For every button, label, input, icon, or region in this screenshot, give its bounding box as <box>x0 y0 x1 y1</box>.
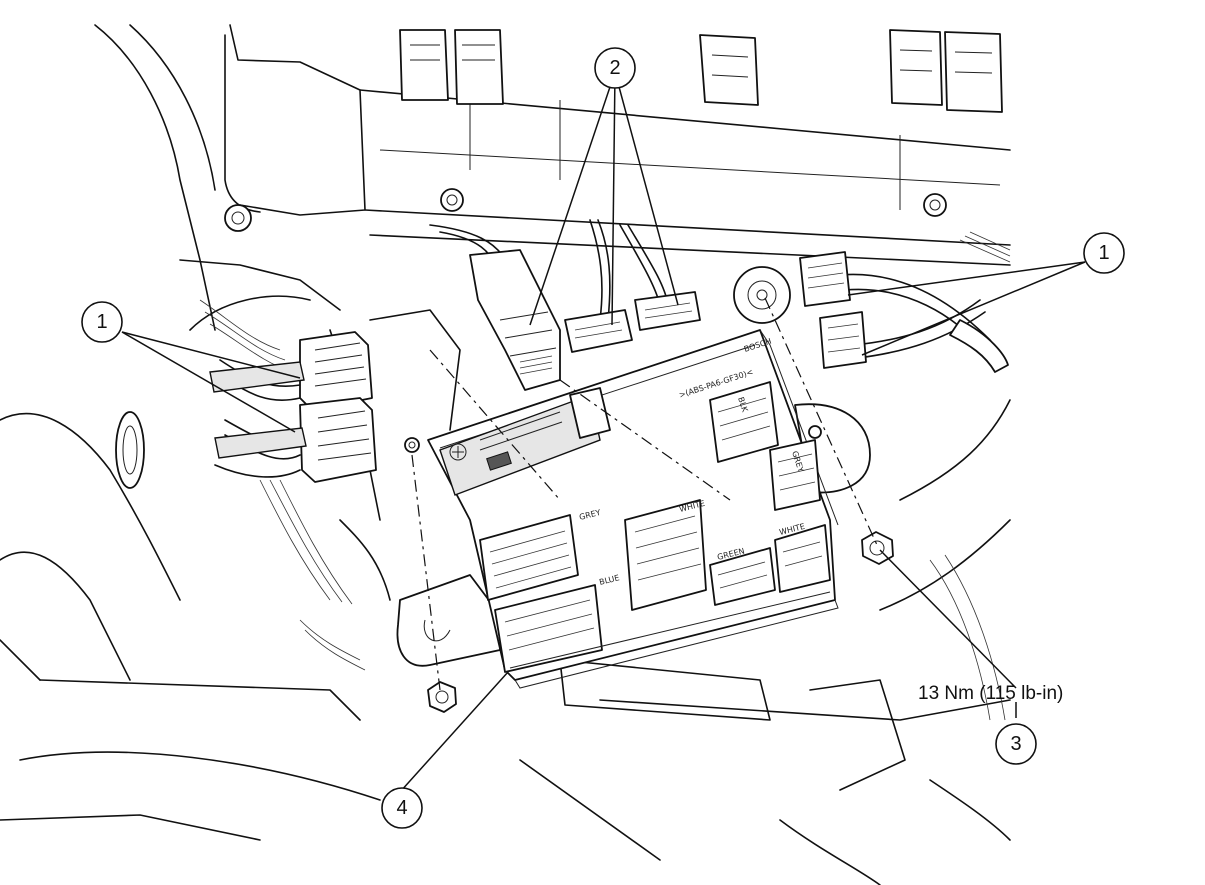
top-center-connectors <box>469 249 701 391</box>
callout-1-left: 1 <box>81 301 123 343</box>
background-structure <box>0 24 1011 885</box>
callout-3: 3 <box>995 723 1037 765</box>
right-connectors <box>799 251 867 369</box>
alignment-lines <box>411 297 878 691</box>
callout-2-label: 2 <box>609 57 620 79</box>
callout-4-label: 4 <box>396 797 407 819</box>
callout-4: 4 <box>381 787 423 829</box>
wire-harnesses <box>214 219 1009 478</box>
callout-3-label: 3 <box>1010 733 1021 755</box>
callout-1-right-label: 1 <box>1098 242 1109 264</box>
left-connectors <box>209 331 377 483</box>
torque-spec-label: 13 Nm (115 lb-in) <box>918 683 1063 704</box>
callout-1-left-label: 1 <box>96 311 107 333</box>
callout-1-right: 1 <box>1083 232 1125 274</box>
callout-2: 2 <box>594 47 636 89</box>
control-module: BOSCH >(ABS-PA6-GF30)< GREY BLUE WHITE G… <box>396 329 839 689</box>
fasteners <box>404 425 894 713</box>
lower-nut <box>427 681 457 713</box>
callout-leaders <box>121 71 1086 793</box>
